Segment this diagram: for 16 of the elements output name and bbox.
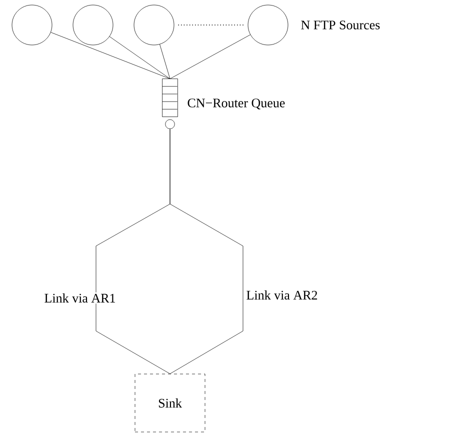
label: N FTP Sources [301, 20, 380, 30]
sink-box: Sink [134, 374, 206, 432]
edge-label: Link via AR1 [44, 293, 115, 303]
connector-line [170, 34, 250, 79]
edge-label: Link via AR2 [246, 290, 318, 300]
source-circle [248, 4, 288, 46]
queue-symbol [162, 78, 178, 129]
connector-line [170, 129, 244, 374]
connector-line [160, 44, 170, 79]
source-circle [72, 4, 114, 46]
connector-line [109, 36, 170, 79]
source-circle [12, 4, 52, 46]
source-circle [134, 4, 174, 46]
connector-line [50, 32, 170, 79]
dotted-line [178, 24, 244, 26]
node-caption: CN−Router Queue [188, 98, 285, 110]
